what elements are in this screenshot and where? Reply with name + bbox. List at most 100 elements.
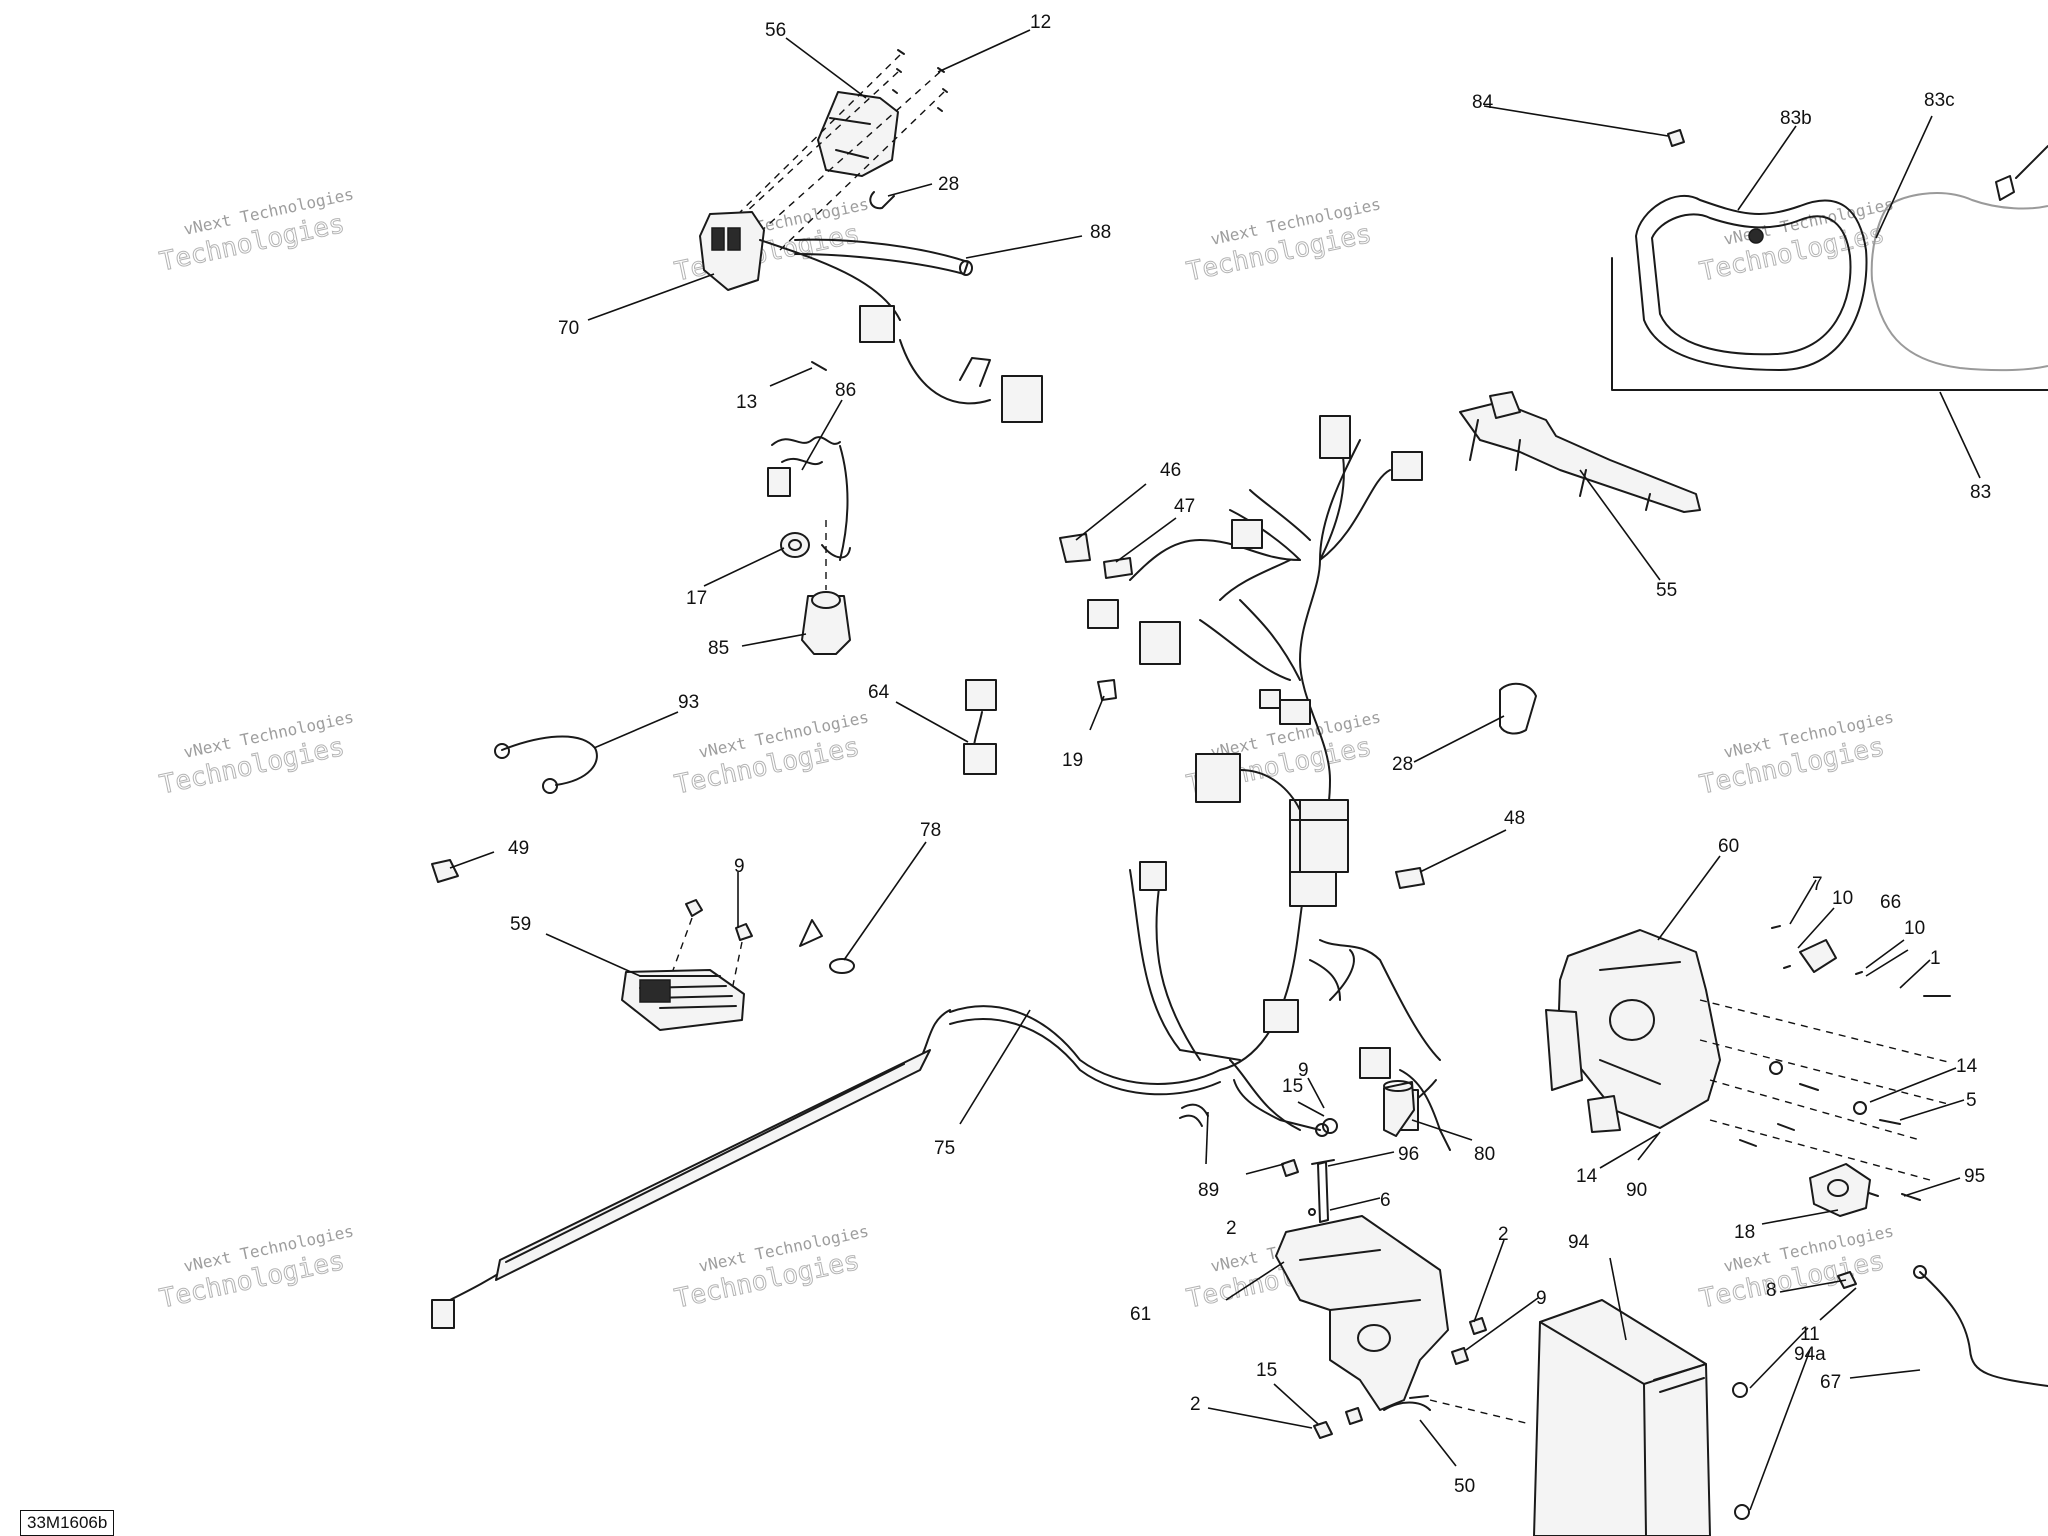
callout-59: 59 (510, 914, 531, 935)
watermark: vNext Technologies Technologies (1697, 707, 1896, 801)
clip-47 (1103, 557, 1133, 579)
fasteners-14-5 (1739, 1061, 1921, 1201)
cap-49 (431, 859, 459, 883)
callout-18: 18 (1734, 1222, 1755, 1243)
ignition-switch (801, 520, 851, 655)
callout-12: 12 (1030, 12, 1051, 33)
callout-95: 95 (1964, 1166, 1985, 1187)
callout-60: 60 (1718, 836, 1739, 857)
callout-46: 46 (1160, 460, 1181, 481)
callout-48: 48 (1504, 808, 1525, 829)
watermark: vNext Technologies Technologies (1184, 194, 1383, 288)
clip-19 (1097, 679, 1117, 701)
coil-tether (767, 436, 851, 561)
sensor-66 (1699, 925, 1951, 1181)
gauge-bezel-assembly (1611, 129, 2048, 391)
callouts: 56 12 28 88 70 13 86 17 85 93 64 19 49 9… (508, 12, 1991, 1497)
clip-28-mid (1499, 682, 1537, 735)
callout-2: 2 (1226, 1218, 1237, 1239)
callout-8: 8 (1766, 1280, 1777, 1301)
callout-10: 10 (1832, 888, 1853, 909)
fasteners-bracket (1281, 1118, 1487, 1439)
bracket-61 (1275, 1159, 1449, 1411)
battery-lead (431, 1009, 951, 1329)
watermark: vNext Technologies Technologies (157, 1221, 356, 1315)
callout-11: 11 (1800, 1324, 1820, 1345)
callout-88: 88 (1090, 222, 1111, 243)
diagram-reference-code: 33M1606b (20, 1510, 115, 1536)
parts (431, 49, 2048, 1536)
elbow-80 (1383, 1080, 1415, 1137)
callout-85: 85 (708, 638, 729, 659)
callout-96: 96 (1398, 1144, 1419, 1165)
callout-47: 47 (1174, 496, 1195, 517)
callout-15: 15 (1256, 1360, 1277, 1381)
harness-bracket-55 (1459, 391, 1701, 513)
callout-64: 64 (868, 682, 890, 703)
callout-2: 2 (1190, 1394, 1201, 1415)
hose-89 (1179, 1103, 1209, 1127)
callout-75: 75 (934, 1138, 955, 1159)
callout-1: 1 (1930, 948, 1941, 969)
sensor-18 (1809, 1163, 1871, 1217)
callout-66: 66 (1880, 892, 1901, 913)
callout-90: 90 (1626, 1180, 1647, 1201)
callout-50: 50 (1454, 1476, 1475, 1497)
connector-harness-64 (963, 679, 997, 775)
callout-28: 28 (938, 174, 959, 195)
callout-55: 55 (1656, 580, 1677, 601)
callout-13: 13 (736, 392, 757, 413)
nuts-9 (667, 899, 753, 991)
engine-control-module (1533, 1299, 1750, 1536)
callout-94a: 94a (1794, 1344, 1826, 1365)
main-wiring-harness (949, 415, 1451, 1151)
watermark: vNext Technologies Technologies (157, 707, 356, 801)
watermark: vNext Technologies Technologies (157, 184, 356, 278)
voltage-regulator (621, 969, 745, 1031)
callout-86: 86 (835, 380, 856, 401)
grommet (780, 532, 810, 558)
watermark: vNext Technologies Technologies (672, 1221, 871, 1315)
leader-lines (449, 29, 1981, 1511)
screw-13 (811, 361, 827, 371)
ground-strap-50 (1383, 1395, 1531, 1425)
connector-48 (1395, 867, 1425, 889)
clip-46 (1059, 533, 1091, 563)
callout-9: 9 (1298, 1060, 1309, 1081)
callout-94: 94 (1568, 1232, 1590, 1253)
callout-19: 19 (1062, 750, 1083, 771)
callout-17: 17 (686, 588, 707, 609)
clip-top (869, 191, 895, 210)
callout-70: 70 (558, 318, 579, 339)
watermark: vNext Technologies Technologies (672, 707, 871, 801)
callout-83: 83 (1970, 482, 1991, 503)
callout-83b: 83b (1780, 108, 1812, 129)
callout-14: 14 (1576, 1166, 1598, 1187)
callout-49: 49 (508, 838, 529, 859)
watermark: vNext Technologies Technologies (1697, 1221, 1896, 1315)
callout-67: 67 (1820, 1372, 1841, 1393)
callout-6: 6 (1380, 1190, 1391, 1211)
tie-wrap-78 (799, 919, 855, 974)
callout-61: 61 (1130, 1304, 1151, 1325)
callout-80: 80 (1474, 1144, 1495, 1165)
callout-84: 84 (1472, 92, 1494, 113)
callout-2: 2 (1498, 1224, 1509, 1245)
callout-28: 28 (1392, 754, 1413, 775)
callout-9: 9 (1536, 1288, 1547, 1309)
ground-cable (494, 735, 598, 794)
handlebar-switch (699, 211, 1043, 423)
callout-83c: 83c (1924, 90, 1955, 111)
callout-14: 14 (1956, 1056, 1978, 1077)
handlebar-grip (794, 238, 973, 276)
callout-15: 15 (1282, 1076, 1303, 1097)
callout-78: 78 (920, 820, 941, 841)
callout-5: 5 (1966, 1090, 1977, 1111)
callout-10: 10 (1904, 918, 1925, 939)
callout-89: 89 (1198, 1180, 1219, 1201)
callout-9: 9 (734, 856, 745, 877)
callout-56: 56 (765, 20, 786, 41)
callout-7: 7 (1812, 874, 1823, 895)
harness-67 (1837, 1265, 2048, 1387)
